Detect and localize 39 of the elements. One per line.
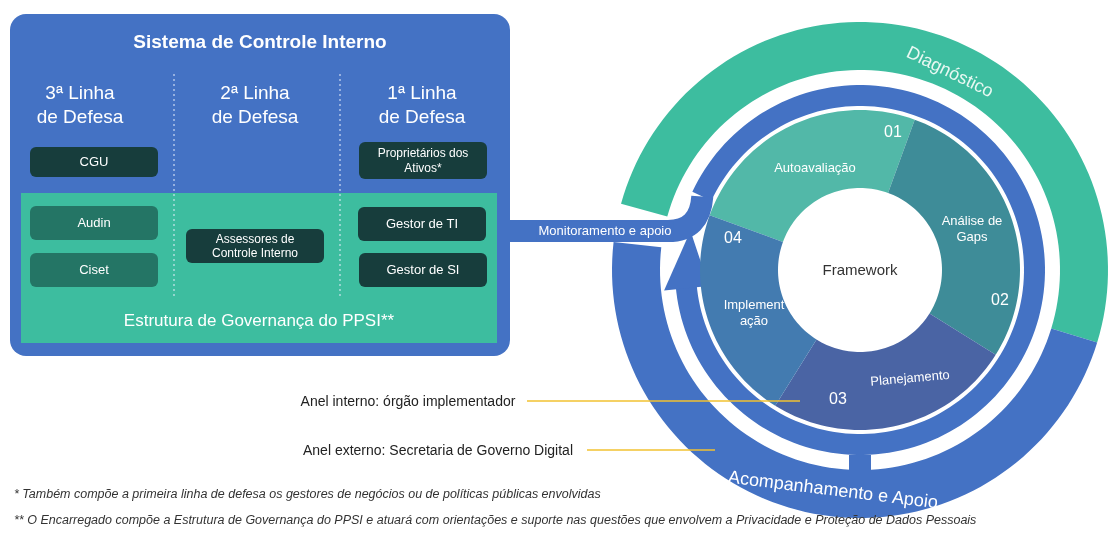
entity-box (359, 253, 487, 287)
column-heading: 2ª Linha de Defesa (210, 81, 300, 129)
box-text: Proprietários dos Ativos* (376, 145, 470, 176)
box-text: Assessores de Controle Interno (210, 232, 300, 260)
entity-box (359, 142, 487, 179)
box-text: CGU (79, 153, 109, 172)
ring-segment (775, 313, 996, 430)
column-heading: 3ª Linha de Defesa (35, 81, 125, 129)
panel-title: Sistema de Controle Interno (133, 30, 387, 54)
step-number: 04 (724, 228, 742, 248)
entity-box (186, 229, 324, 263)
box-text: Ciset (79, 261, 109, 280)
ring-segment (700, 215, 817, 406)
footnote: * Também compõe a primeira linha de defesa os gestores de negócios ou de políticas públicas envolvidas (14, 485, 601, 503)
box-text: Audin (77, 214, 111, 233)
entity-box (30, 206, 158, 240)
step-number: 01 (884, 122, 902, 142)
panel (10, 14, 510, 356)
step-number: 03 (829, 389, 847, 409)
box-text: Gestor de TI (386, 215, 458, 234)
entity-box (30, 253, 158, 287)
leader-line (586, 449, 716, 451)
entity-box (30, 147, 158, 177)
governance-band (21, 193, 497, 343)
entity-box (358, 207, 486, 241)
segment-label: Planejamento (869, 365, 951, 391)
note-text: Anel externo: Secretaria de Governo Digital (302, 440, 573, 460)
band-title: Estrutura de Governança do PPSI** (123, 309, 395, 332)
note-text: Anel interno: órgão implementador (300, 391, 516, 411)
column-heading: 1ª Linha de Defesa (377, 81, 467, 129)
box-text: Gestor de SI (386, 261, 460, 280)
segment-label: Autoavaliação (774, 159, 856, 178)
segment-label: Implement ação (722, 297, 786, 329)
center-label: Framework (822, 259, 898, 280)
segment-label: Análise de Gaps (940, 213, 1004, 245)
ring-segment (709, 110, 915, 242)
connector-band (849, 455, 871, 470)
leader-line (526, 400, 801, 402)
step-number: 02 (991, 290, 1009, 310)
